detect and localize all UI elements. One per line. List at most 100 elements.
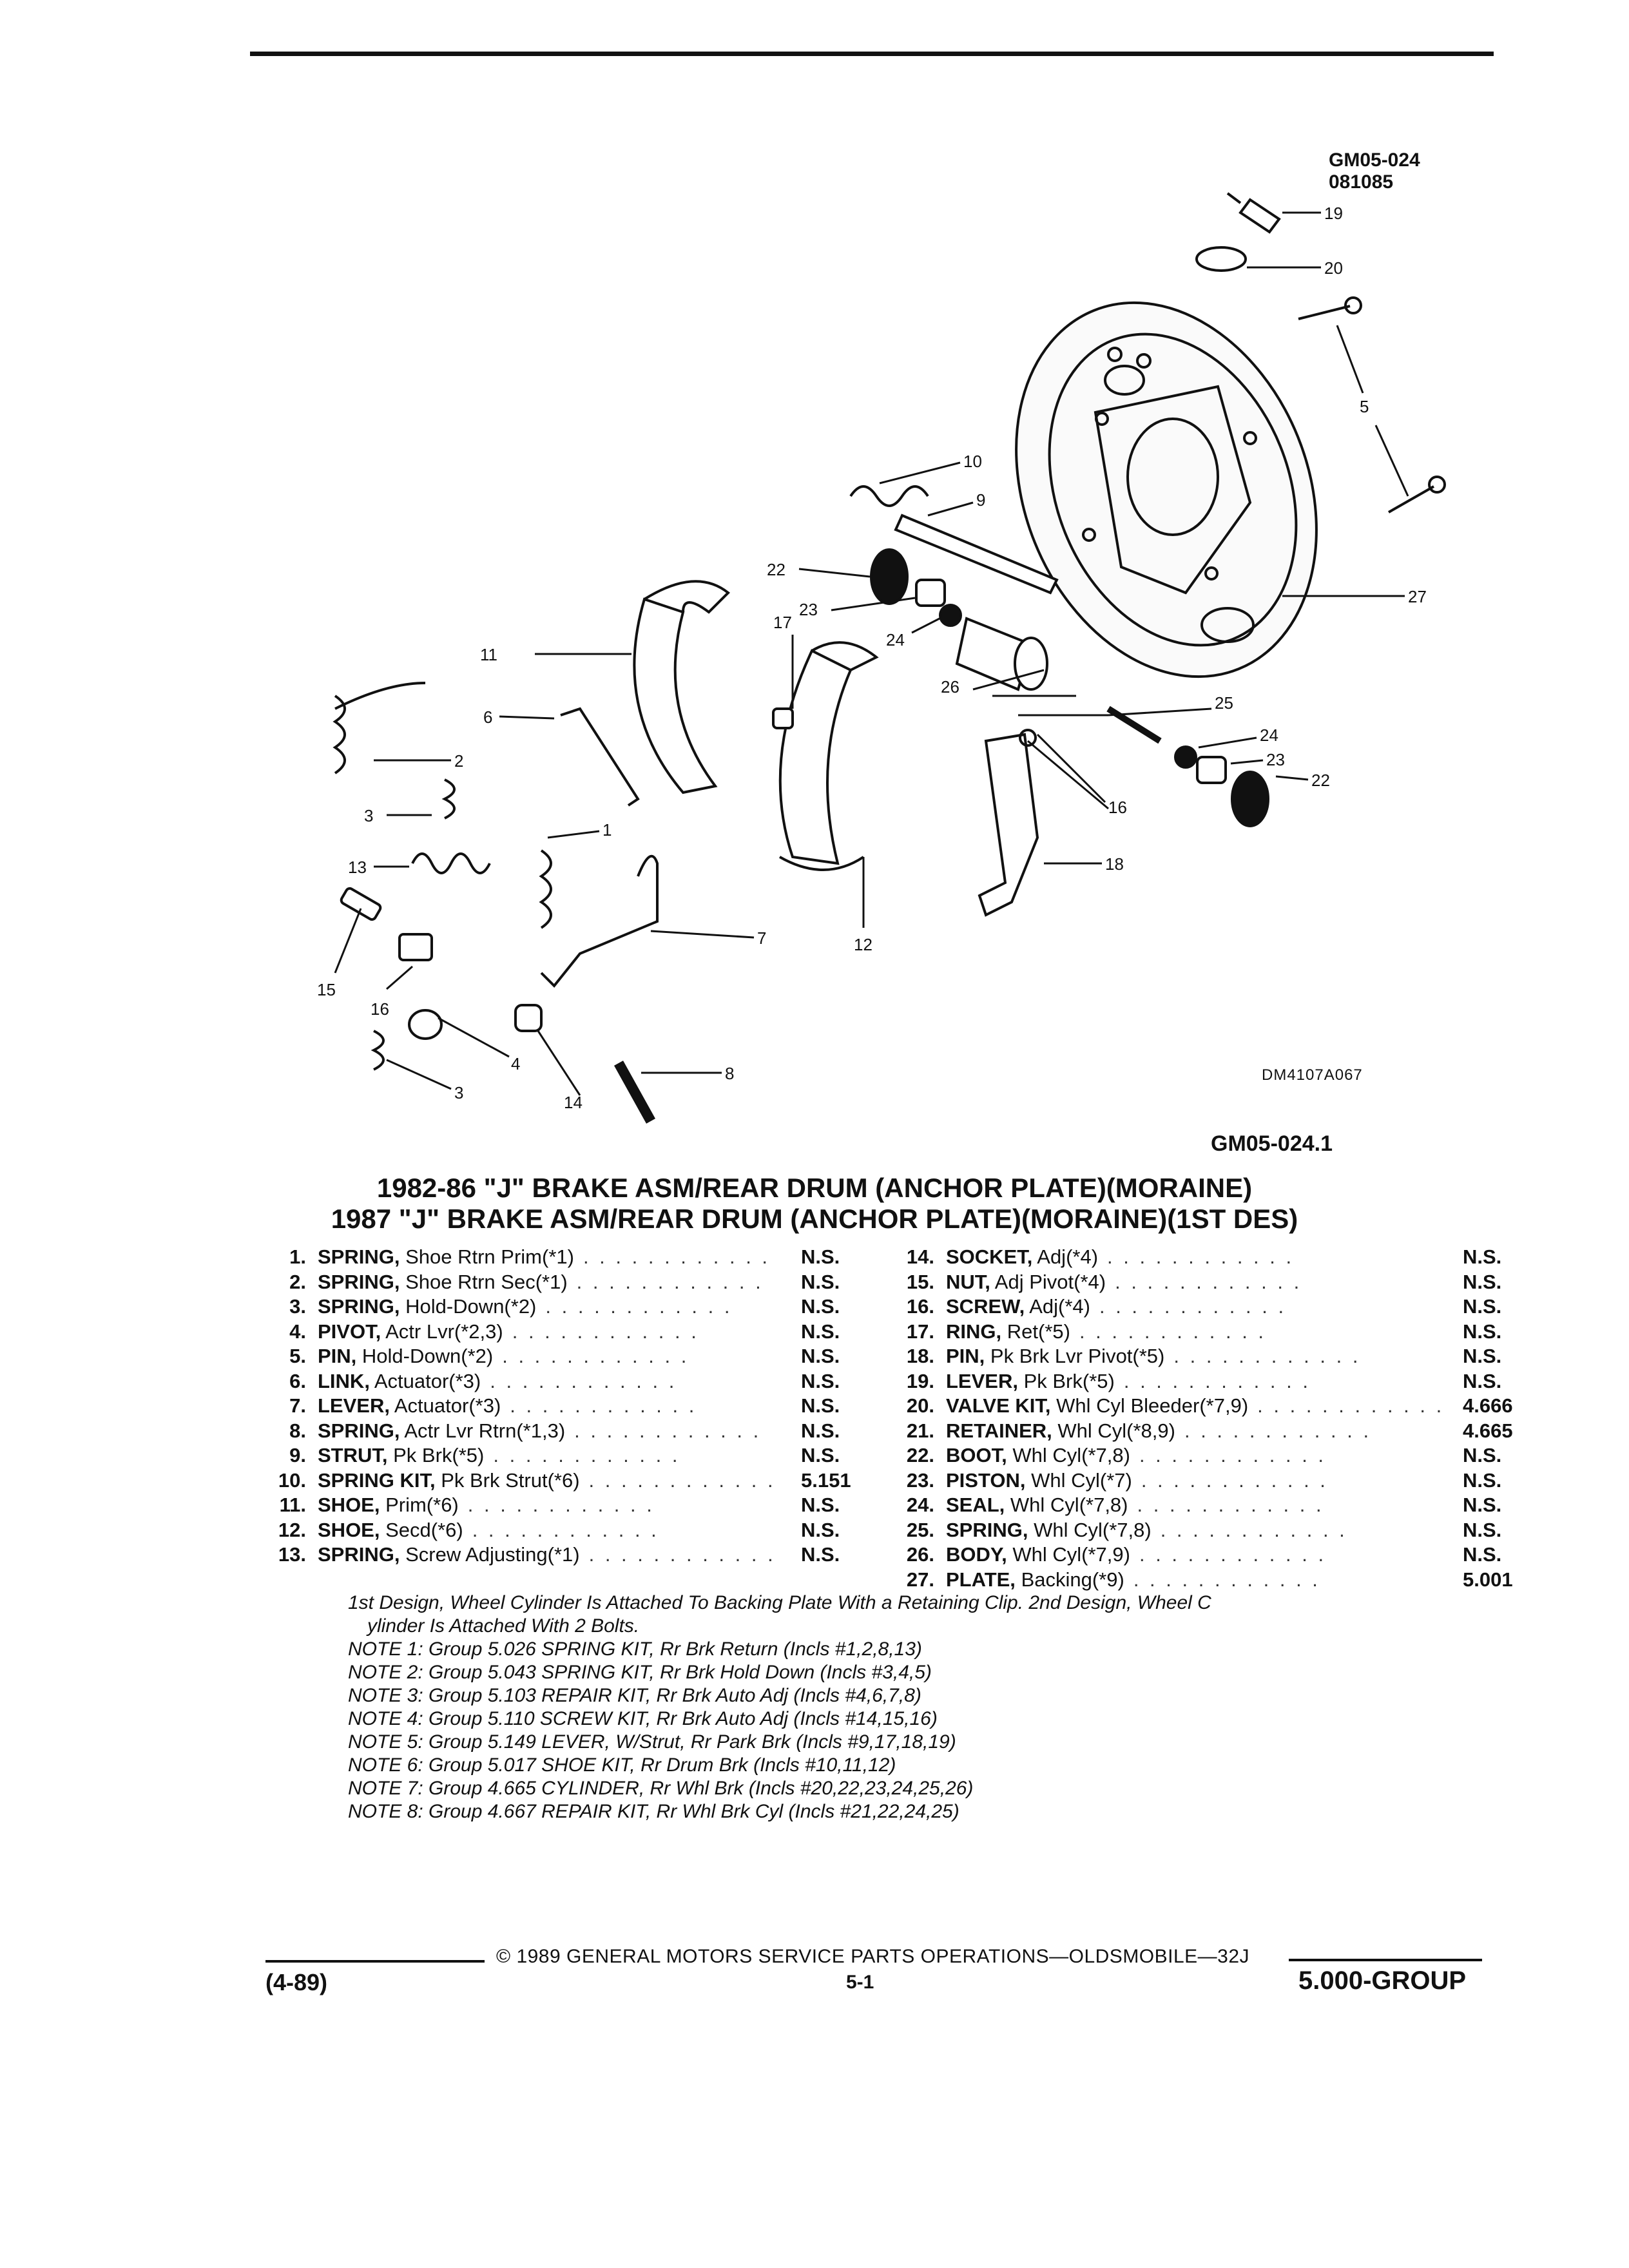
callout-19: 18	[1105, 854, 1124, 874]
group-number: N.S.	[1463, 1494, 1502, 1516]
callout-21: 20	[1324, 258, 1343, 278]
part-number: 12.	[278, 1518, 306, 1541]
part-name: SPRING KIT, Pk Brk Strut(*6)	[318, 1468, 580, 1494]
group-label: 5.000-GROUP	[1298, 1966, 1467, 1995]
part-desc: Pk Brk(*5)	[393, 1444, 485, 1466]
part-name: SHOE, Prim(*6)	[318, 1493, 459, 1518]
part-name-bold: SPRING,	[946, 1518, 1028, 1541]
leader-dots: . . . . . . . . . . . .	[1160, 1518, 1347, 1541]
callout-5: 5	[1360, 397, 1369, 416]
title-line-2: 1987 "J" BRAKE ASM/REAR DRUM (ANCHOR PLA…	[331, 1204, 1298, 1234]
figure-code: GM05-024.1	[1211, 1131, 1333, 1156]
parts-row: 19.LEVER, Pk Brk(*5). . . . . . . . . . …	[896, 1369, 1508, 1394]
part-name-bold: LEVER,	[946, 1369, 1018, 1392]
callout-labels: 19 20 5 10 9 22 23 17 24 27 11 6 26 25 2…	[317, 204, 1427, 1112]
note-line: NOTE 8: Group 4.667 REPAIR KIT, Rr Whl B…	[348, 1801, 959, 1822]
part-desc: Actuator(*3)	[374, 1369, 481, 1392]
part-name: SCREW, Adj(*4)	[946, 1294, 1090, 1320]
group-number: N.S.	[801, 1394, 840, 1417]
callout-2: 2	[454, 751, 463, 771]
part-name: RING, Ret(*5)	[946, 1320, 1070, 1345]
callout-20: 19	[1324, 204, 1343, 223]
wheel-cylinder-drawing	[870, 548, 1269, 827]
part-name: SPRING, Hold-Down(*2)	[318, 1294, 536, 1320]
note-line: NOTE 1: Group 5.026 SPRING KIT, Rr Brk R…	[348, 1639, 922, 1660]
actuator-lever-drawing	[540, 854, 659, 988]
leader-dots: . . . . . . . . . . . .	[1184, 1419, 1372, 1442]
part-number: 15.	[906, 1270, 934, 1293]
parts-row: 22.BOOT, Whl Cyl(*7,8). . . . . . . . . …	[896, 1443, 1508, 1468]
part-name: PLATE, Backing(*9)	[946, 1568, 1124, 1593]
parts-row: 21.RETAINER, Whl Cyl(*8,9). . . . . . . …	[896, 1419, 1513, 1444]
leader-dots: . . . . . . . . . . . .	[490, 1369, 677, 1392]
group-number: N.S.	[1463, 1295, 1502, 1318]
callout-10: 10	[963, 452, 982, 471]
part-number: 4.	[289, 1320, 306, 1343]
parts-row: 12.SHOE, Secd(*6). . . . . . . . . . . .…	[267, 1518, 880, 1543]
part-name: SPRING, Shoe Rtrn Sec(*1)	[318, 1270, 568, 1295]
part-number: 26.	[906, 1543, 934, 1566]
part-name: SPRING, Whl Cyl(*7,8)	[946, 1518, 1152, 1543]
leader-dots: . . . . . . . . . . . .	[576, 1270, 764, 1293]
callout-18: 17	[773, 613, 792, 632]
callout-15: 15	[317, 980, 336, 999]
part-name-bold: SPRING,	[318, 1295, 400, 1318]
part-desc: Actr Lvr Rtrn(*1,3)	[404, 1419, 566, 1442]
part-name: LEVER, Actuator(*3)	[318, 1394, 501, 1419]
part-name: PIN, Hold-Down(*2)	[318, 1344, 493, 1369]
brake-shoes-drawing	[633, 580, 879, 871]
callout-8: 8	[725, 1064, 734, 1083]
group-number: N.S.	[1463, 1468, 1502, 1492]
part-name-bold: BODY,	[946, 1543, 1007, 1566]
part-name-bold: SEAL,	[946, 1494, 1005, 1516]
part-number: 20.	[906, 1394, 934, 1417]
part-name-bold: LINK,	[318, 1369, 370, 1392]
part-number: 8.	[289, 1419, 306, 1442]
part-name-bold: RING,	[946, 1320, 1002, 1343]
pivot-pin-drawing	[772, 707, 794, 729]
callout-22b: 22	[1311, 771, 1330, 790]
group-number: N.S.	[801, 1419, 840, 1442]
callout-25: 25	[1215, 693, 1233, 713]
strut-spring-drawing	[849, 485, 1059, 595]
part-desc: Adj Pivot(*4)	[994, 1270, 1106, 1293]
part-number: 3.	[289, 1295, 306, 1318]
parts-row: 16.SCREW, Adj(*4). . . . . . . . . . . .…	[896, 1294, 1508, 1320]
actuator-link-drawing	[560, 707, 640, 807]
callout-22a: 22	[767, 560, 786, 579]
part-number: 23.	[906, 1468, 934, 1492]
callout-11: 11	[480, 645, 497, 664]
part-number: 1.	[289, 1245, 306, 1268]
part-number: 16.	[906, 1295, 934, 1318]
part-name-bold: SHOE,	[318, 1518, 380, 1541]
drawing-code: DM4107A067	[1262, 1066, 1363, 1084]
part-number: 13.	[278, 1543, 306, 1566]
group-number: N.S.	[801, 1345, 840, 1367]
part-desc: Hold-Down(*2)	[405, 1295, 537, 1318]
part-name: SPRING, Screw Adjusting(*1)	[318, 1542, 580, 1568]
group-number: 4.665	[1463, 1419, 1513, 1442]
callout-23b: 23	[1266, 750, 1285, 769]
part-name-bold: SPRING,	[318, 1419, 400, 1442]
callout-14: 14	[564, 1093, 583, 1112]
part-desc: Adj(*4)	[1037, 1245, 1099, 1268]
part-name: PISTON, Whl Cyl(*7)	[946, 1468, 1132, 1494]
part-name-bold: PIN,	[318, 1345, 357, 1367]
part-number: 9.	[289, 1444, 306, 1466]
part-desc: Backing(*9)	[1021, 1568, 1124, 1591]
part-desc: Shoe Rtrn Prim(*1)	[405, 1245, 574, 1268]
part-name: STRUT, Pk Brk(*5)	[318, 1443, 484, 1468]
parts-row: 23.PISTON, Whl Cyl(*7). . . . . . . . . …	[896, 1468, 1508, 1494]
leader-dots: . . . . . . . . . . . .	[1123, 1369, 1311, 1392]
part-desc: Hold-Down(*2)	[361, 1345, 494, 1367]
group-number: N.S.	[801, 1543, 840, 1566]
part-desc: Ret(*5)	[1007, 1320, 1070, 1343]
parts-list-left: 1.SPRING, Shoe Rtrn Prim(*1). . . . . . …	[267, 1245, 880, 1568]
callout-3a: 3	[364, 806, 373, 825]
part-name-bold: RETAINER,	[946, 1419, 1052, 1442]
part-name-bold: PIVOT,	[318, 1320, 381, 1343]
part-desc: Actuator(*3)	[394, 1394, 501, 1417]
group-number: N.S.	[1463, 1320, 1502, 1343]
footer-date: (4-89)	[265, 1969, 328, 1995]
part-name-bold: PISTON,	[946, 1468, 1026, 1492]
